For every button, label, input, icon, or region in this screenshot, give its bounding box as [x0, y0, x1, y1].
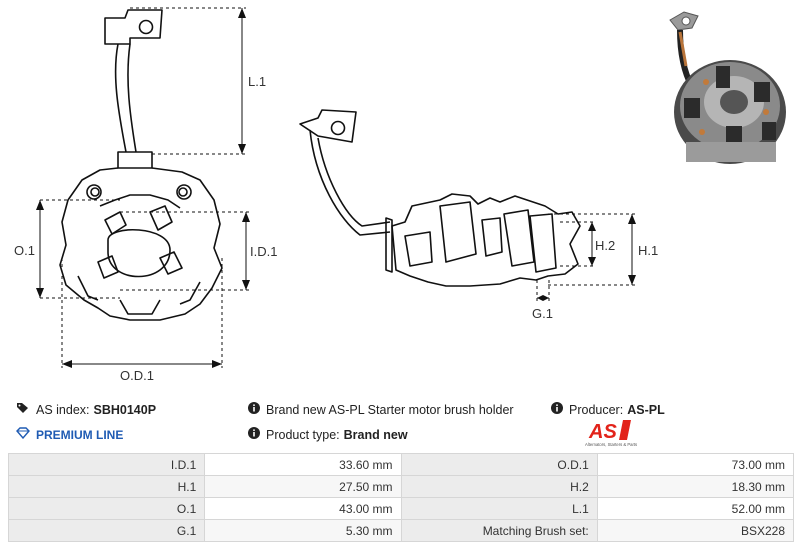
spec-value: 52.00 mm	[596, 497, 795, 520]
side-terminal-tab	[299, 109, 357, 143]
producer-label: Producer:	[569, 402, 624, 417]
tags-icon	[16, 402, 30, 417]
side-body	[391, 193, 581, 287]
spec-value: 5.30 mm	[204, 519, 402, 542]
spec-label: H.2	[400, 475, 598, 498]
as-index-label: AS index:	[36, 402, 90, 417]
table-row: O.1 43.00 mm L.1 52.00 mm	[7, 497, 795, 520]
description-row: Brand new AS-PL Starter motor brush hold…	[248, 402, 514, 417]
spec-value: 18.30 mm	[596, 475, 795, 498]
terminal-tab	[104, 9, 163, 45]
spec-label: H.1	[7, 475, 206, 498]
spec-value: BSX228	[596, 519, 795, 542]
producer-row: Producer: AS-PL	[551, 402, 665, 417]
svg-text:Alternators, Starters & Parts: Alternators, Starters & Parts	[585, 442, 637, 447]
spec-value: 27.50 mm	[204, 475, 402, 498]
as-index-row: AS index: SBH0140P	[16, 402, 156, 417]
table-row: H.1 27.50 mm H.2 18.30 mm	[7, 475, 795, 498]
side-lead-wire	[309, 129, 391, 236]
as-pl-logo: AS Alternators, Starters & Parts	[585, 420, 637, 447]
spec-value: 43.00 mm	[204, 497, 402, 520]
spec-label: L.1	[400, 497, 598, 520]
product-type-value: Brand new	[343, 427, 408, 442]
dim-label-h2: H.2	[595, 238, 615, 253]
spec-value: 33.60 mm	[204, 453, 402, 476]
spec-label: O.D.1	[400, 453, 598, 476]
table-row: I.D.1 33.60 mm O.D.1 73.00 mm	[7, 453, 795, 476]
premium-line-row: PREMIUM LINE	[16, 427, 123, 442]
spec-label: I.D.1	[7, 453, 206, 476]
dim-label-od1: O.D.1	[120, 368, 154, 383]
producer-value: AS-PL	[627, 402, 665, 417]
spec-value: 73.00 mm	[596, 453, 795, 476]
product-type-label: Product type:	[266, 427, 340, 442]
product-photo	[662, 2, 798, 170]
dim-label-l1: L.1	[248, 74, 266, 89]
svg-text:AS: AS	[588, 421, 617, 443]
dim-label-o1: O.1	[14, 243, 35, 258]
product-info: AS index: SBH0140P PREMIUM LINE Brand ne…	[0, 396, 800, 452]
spec-label: O.1	[7, 497, 206, 520]
diamond-icon	[16, 427, 30, 442]
premium-line-label: PREMIUM LINE	[36, 427, 124, 442]
spec-label: Matching Brush set:	[400, 519, 598, 542]
table-row: G.1 5.30 mm Matching Brush set: BSX228	[7, 519, 795, 542]
dim-label-id1: I.D.1	[250, 244, 277, 259]
lead-wire	[114, 43, 137, 153]
info-icon	[248, 402, 260, 417]
dim-label-h1: H.1	[638, 243, 658, 258]
technical-drawing: L.1 O.1 I.D.1 O.D.1 H.2 H.1 G.1	[14, 7, 658, 383]
holder-plate	[59, 167, 223, 321]
info-icon	[248, 427, 260, 442]
specs-table: I.D.1 33.60 mm O.D.1 73.00 mm H.1 27.50 …	[7, 453, 795, 542]
dim-label-g1: G.1	[532, 306, 553, 321]
product-type-row: Product type: Brand new	[248, 427, 408, 442]
as-index-value: SBH0140P	[93, 402, 157, 417]
product-description: Brand new AS-PL Starter motor brush hold…	[266, 402, 514, 417]
spec-label: G.1	[7, 519, 206, 542]
info-icon	[551, 402, 563, 417]
